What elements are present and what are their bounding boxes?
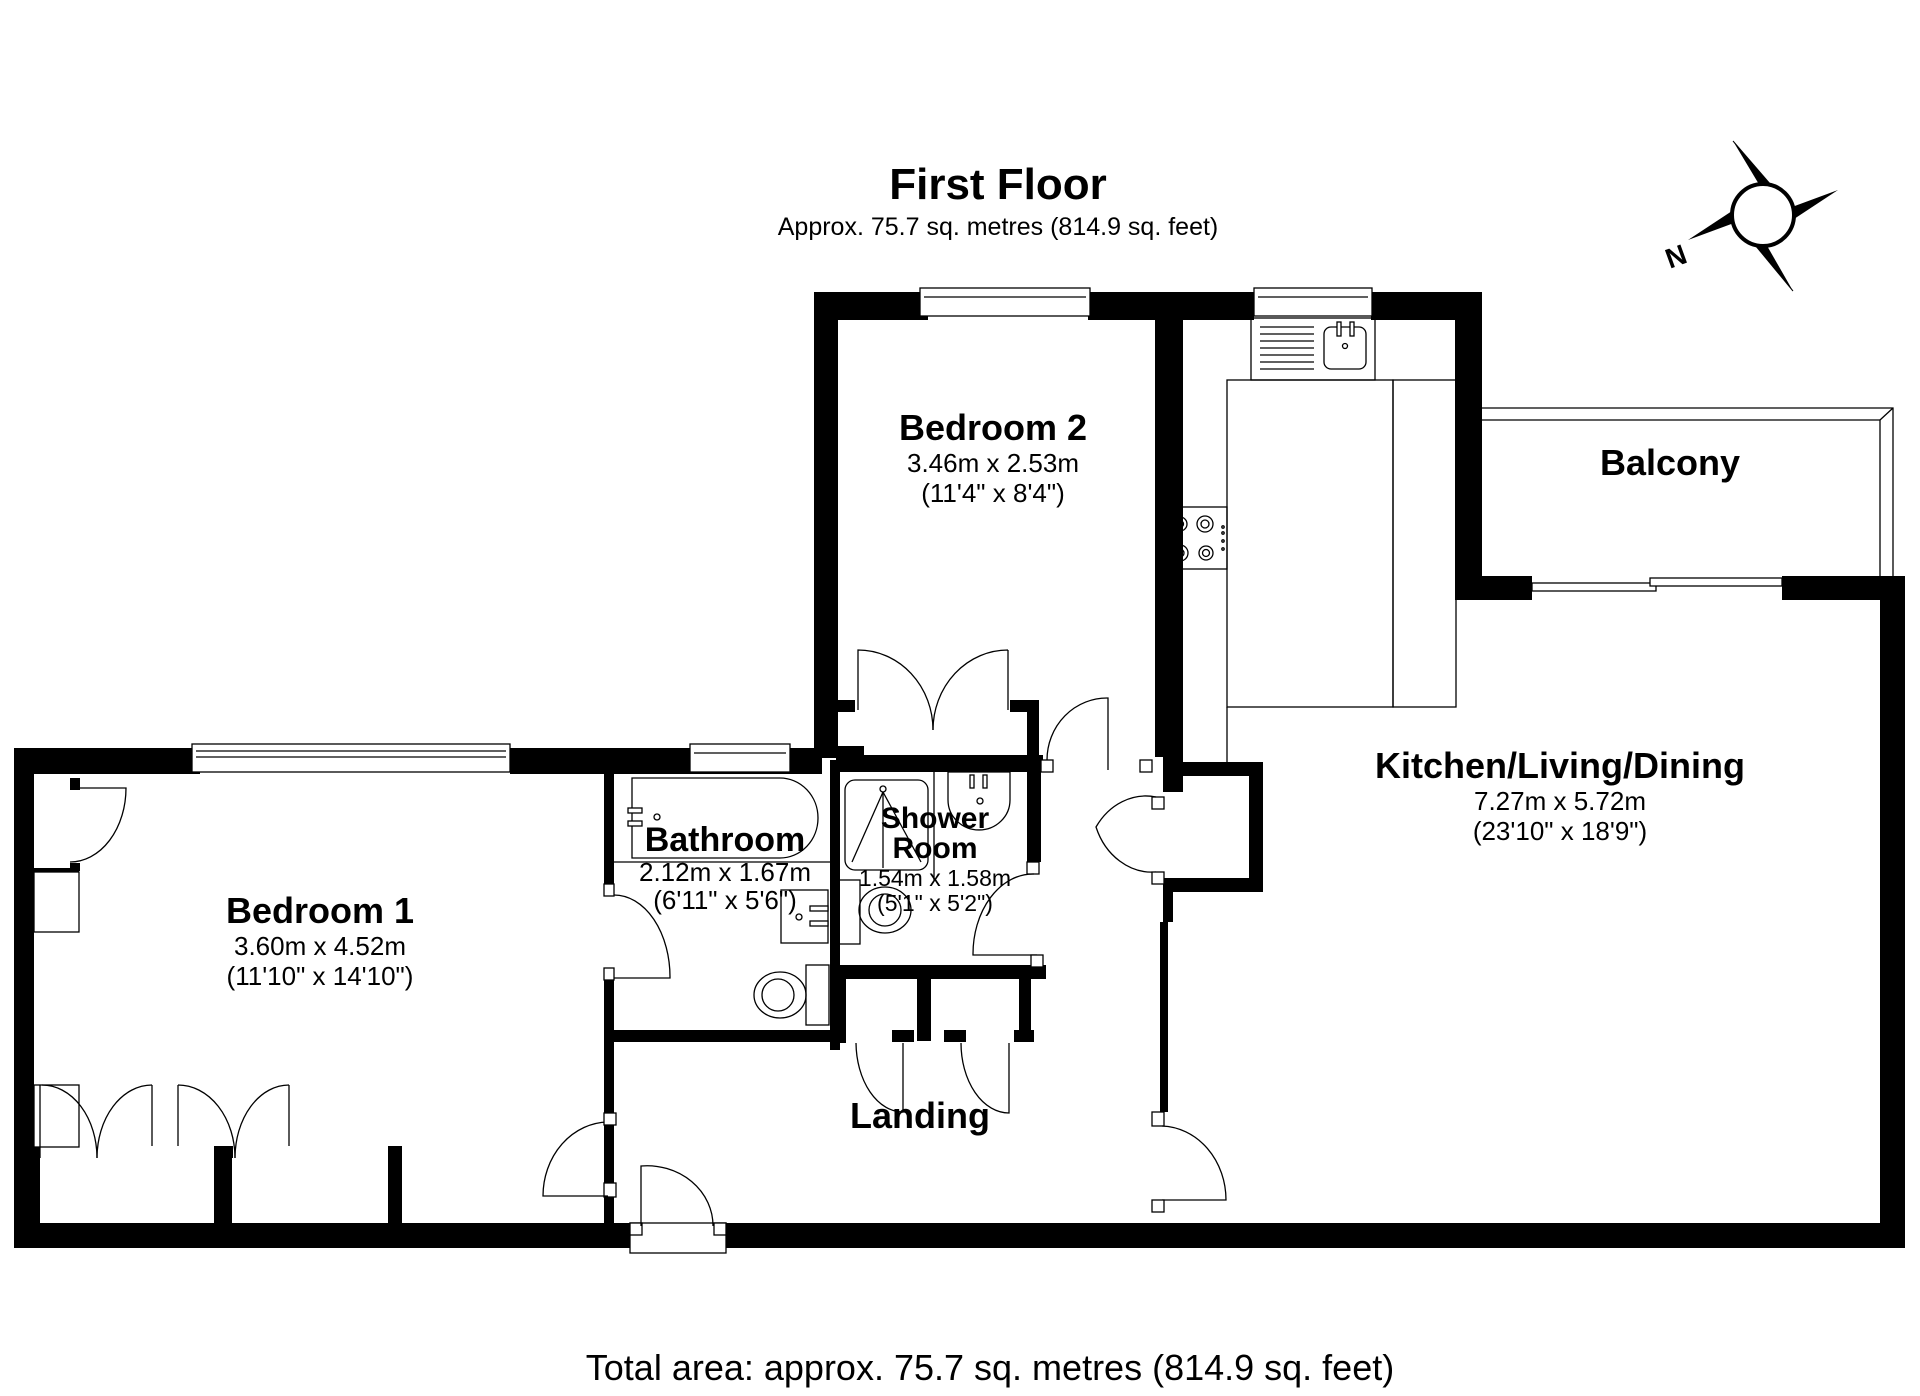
hob xyxy=(1171,515,1225,562)
balcony-outline xyxy=(1482,407,1894,576)
room-metric: 3.60m x 4.52m xyxy=(234,931,406,961)
landing-door-bedroom1 xyxy=(542,1112,617,1198)
room-metric: 1.54m x 1.58m xyxy=(858,865,1012,891)
room-label-bathroom: Bathroom 2.12m x 1.67m (6'11" x 5'6") xyxy=(610,823,840,913)
room-imperial: (11'10" x 14'10") xyxy=(226,961,414,991)
room-label-shower-room: Shower Room 1.54m x 1.58m (5'1" x 5'2") xyxy=(845,804,1025,915)
bedroom-1-window xyxy=(191,743,511,773)
room-imperial: (23'10" x 18'9") xyxy=(1472,816,1648,846)
room-label-balcony: Balcony xyxy=(1599,442,1741,483)
bedroom-2-walls xyxy=(814,292,1254,769)
landing-walls xyxy=(604,1030,1156,1248)
kitchen-worktop-left xyxy=(1164,506,1228,762)
room-name-line-1: Shower xyxy=(880,802,990,835)
balcony-sliding-door xyxy=(1531,577,1783,592)
shower-tray xyxy=(844,772,935,880)
room-imperial: (6'11" x 5'6") xyxy=(653,885,797,915)
bedroom-2-window xyxy=(919,287,1091,317)
bathroom-toilet xyxy=(753,964,830,1026)
entrance-door xyxy=(629,1165,727,1254)
bedroom-1-door xyxy=(603,883,671,981)
landing-door-kitchen xyxy=(1151,1111,1227,1213)
bedroom-1-cupboard xyxy=(33,787,127,933)
landing-cupboards xyxy=(836,979,1010,1114)
bedroom-2-wardrobe xyxy=(857,649,1009,731)
kitchen-sink-unit xyxy=(1250,317,1376,381)
shower-toilet xyxy=(838,879,912,945)
room-name: Bedroom 2 xyxy=(898,407,1088,448)
kitchen-window xyxy=(1253,287,1373,317)
bedroom-1-wardrobes xyxy=(33,1084,290,1159)
bathtub xyxy=(614,777,830,863)
room-metric: 7.27m x 5.72m xyxy=(1474,786,1646,816)
kitchen-walls xyxy=(1156,292,1905,1248)
shower-basin xyxy=(947,771,1011,831)
kitchen-cupboard-door xyxy=(1095,795,1165,885)
total-area-footer: Total area: approx. 75.7 sq. metres (814… xyxy=(585,1347,1395,1388)
room-metric: 3.46m x 2.53m xyxy=(907,448,1079,478)
room-imperial: (5'1" x 5'2") xyxy=(877,890,993,916)
room-name: Kitchen/Living/Dining xyxy=(1375,745,1745,786)
room-metric: 2.12m x 1.67m xyxy=(639,857,811,887)
room-label-kitchen: Kitchen/Living/Dining 7.27m x 5.72m (23'… xyxy=(1330,745,1790,846)
bedroom-2-door xyxy=(1040,697,1153,773)
room-label-landing: Landing xyxy=(850,1095,990,1136)
room-label-bedroom-1: Bedroom 1 3.60m x 4.52m (11'10" x 14'10"… xyxy=(170,890,470,991)
room-imperial: (11'4" x 8'4") xyxy=(921,478,1065,508)
room-name-line-2: Room xyxy=(892,832,978,865)
bathroom-basin xyxy=(780,889,829,944)
room-name: Bedroom 1 xyxy=(225,890,415,931)
room-name: Bathroom xyxy=(644,821,806,859)
kitchen-island xyxy=(1226,379,1457,708)
floor-area-subtitle: Approx. 75.7 sq. metres (814.9 sq. feet) xyxy=(777,213,1219,241)
shower-room-door xyxy=(972,861,1044,968)
room-label-bedroom-2: Bedroom 2 3.46m x 2.53m (11'4" x 8'4") xyxy=(843,407,1143,508)
bathroom-window xyxy=(689,743,791,773)
page-title: First Floor xyxy=(889,160,1107,209)
compass-rose-icon xyxy=(1688,140,1838,292)
